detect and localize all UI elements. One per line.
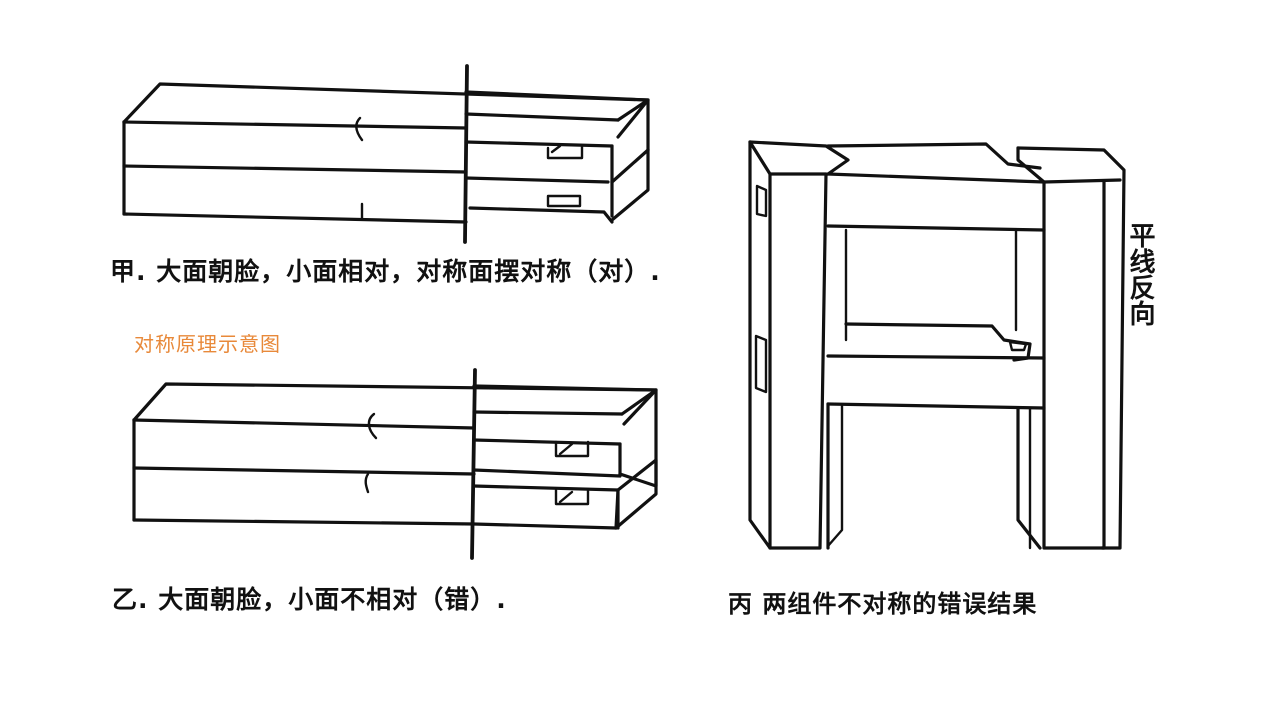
figure-bing-caption: 丙 两组件不对称的错误结果 <box>728 590 1038 618</box>
figure-yi-caption: 乙. 大面朝脸，小面不相对（错）. <box>112 585 507 614</box>
figure-jia-drawing <box>122 64 650 244</box>
figure-bing-side-label: 平线反向 <box>1125 222 1155 326</box>
figure-yi-drawing <box>132 368 658 560</box>
diagram-title: 对称原理示意图 <box>134 332 281 356</box>
figure-bing-drawing <box>748 140 1126 550</box>
figure-jia-caption: 甲. 大面朝脸，小面相对，对称面摆对称（对）. <box>110 257 661 286</box>
